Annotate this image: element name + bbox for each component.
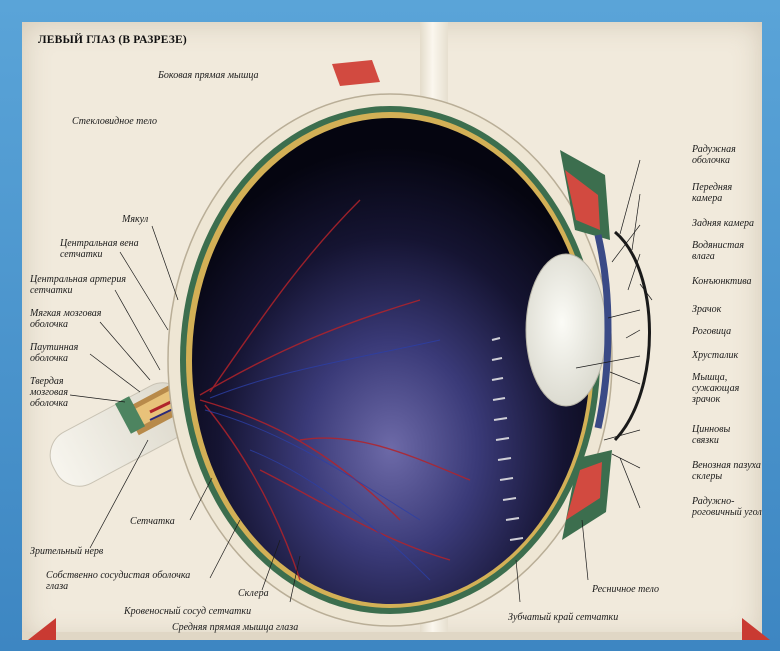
label-optic-nerve: Зрительный нерв xyxy=(30,546,103,557)
label-pupil: Зрачок xyxy=(692,304,721,315)
label-retina: Сетчатка xyxy=(130,516,175,527)
label-scleral-vein: Венозная пазуха склеры xyxy=(692,460,766,482)
label-soft-meninges: Мягкая мозговая оболочка xyxy=(30,308,120,330)
label-lateral-rectus: Боковая прямая мышца xyxy=(158,70,259,81)
label-iris: Радужная оболочка xyxy=(692,144,764,166)
label-choroid: Собственно сосудистая оболочка глаза xyxy=(46,570,198,592)
label-aqueous: Водянистая влага xyxy=(692,240,764,262)
lens xyxy=(526,254,606,406)
label-vitreous: Стекловидное тело xyxy=(72,116,157,127)
label-zonule: Цинновы связки xyxy=(692,424,754,446)
diagram-title: ЛЕВЫЙ ГЛАЗ (В РАЗРЕЗЕ) xyxy=(38,34,187,46)
cornea xyxy=(615,232,650,440)
label-hard-meninges: Твердая мозговая оболочка xyxy=(30,376,92,409)
label-ora-serrata: Зубчатый край сетчатки xyxy=(508,612,618,623)
label-retinal-vessel: Кровеносный сосуд сетчатки xyxy=(124,606,251,617)
label-arachnoid: Паутинная оболочка xyxy=(30,342,110,364)
label-posterior-chamber: Задняя камера xyxy=(692,218,768,229)
label-macula: Мякул xyxy=(122,214,148,225)
label-cornea: Роговица xyxy=(692,326,731,337)
label-ciliary-angle: Радужно-роговичный угол xyxy=(692,496,762,518)
label-sphincter: Мышца, сужающая зрачок xyxy=(692,372,764,405)
label-medial-rectus: Средняя прямая мышца глаза xyxy=(172,622,298,633)
label-ciliary-body: Ресничное тело xyxy=(592,584,659,595)
label-conjunctiva: Конъюнктива xyxy=(692,276,751,287)
label-anterior-chamber: Передняя камера xyxy=(692,182,760,204)
label-central-vein: Центральная вена сетчатки xyxy=(60,238,152,260)
lateral-rectus-muscle xyxy=(332,60,380,86)
label-sclera: Склера xyxy=(238,588,269,599)
label-lens: Хрусталик xyxy=(692,350,738,361)
label-central-artery: Центральная артерия сетчатки xyxy=(30,274,130,296)
